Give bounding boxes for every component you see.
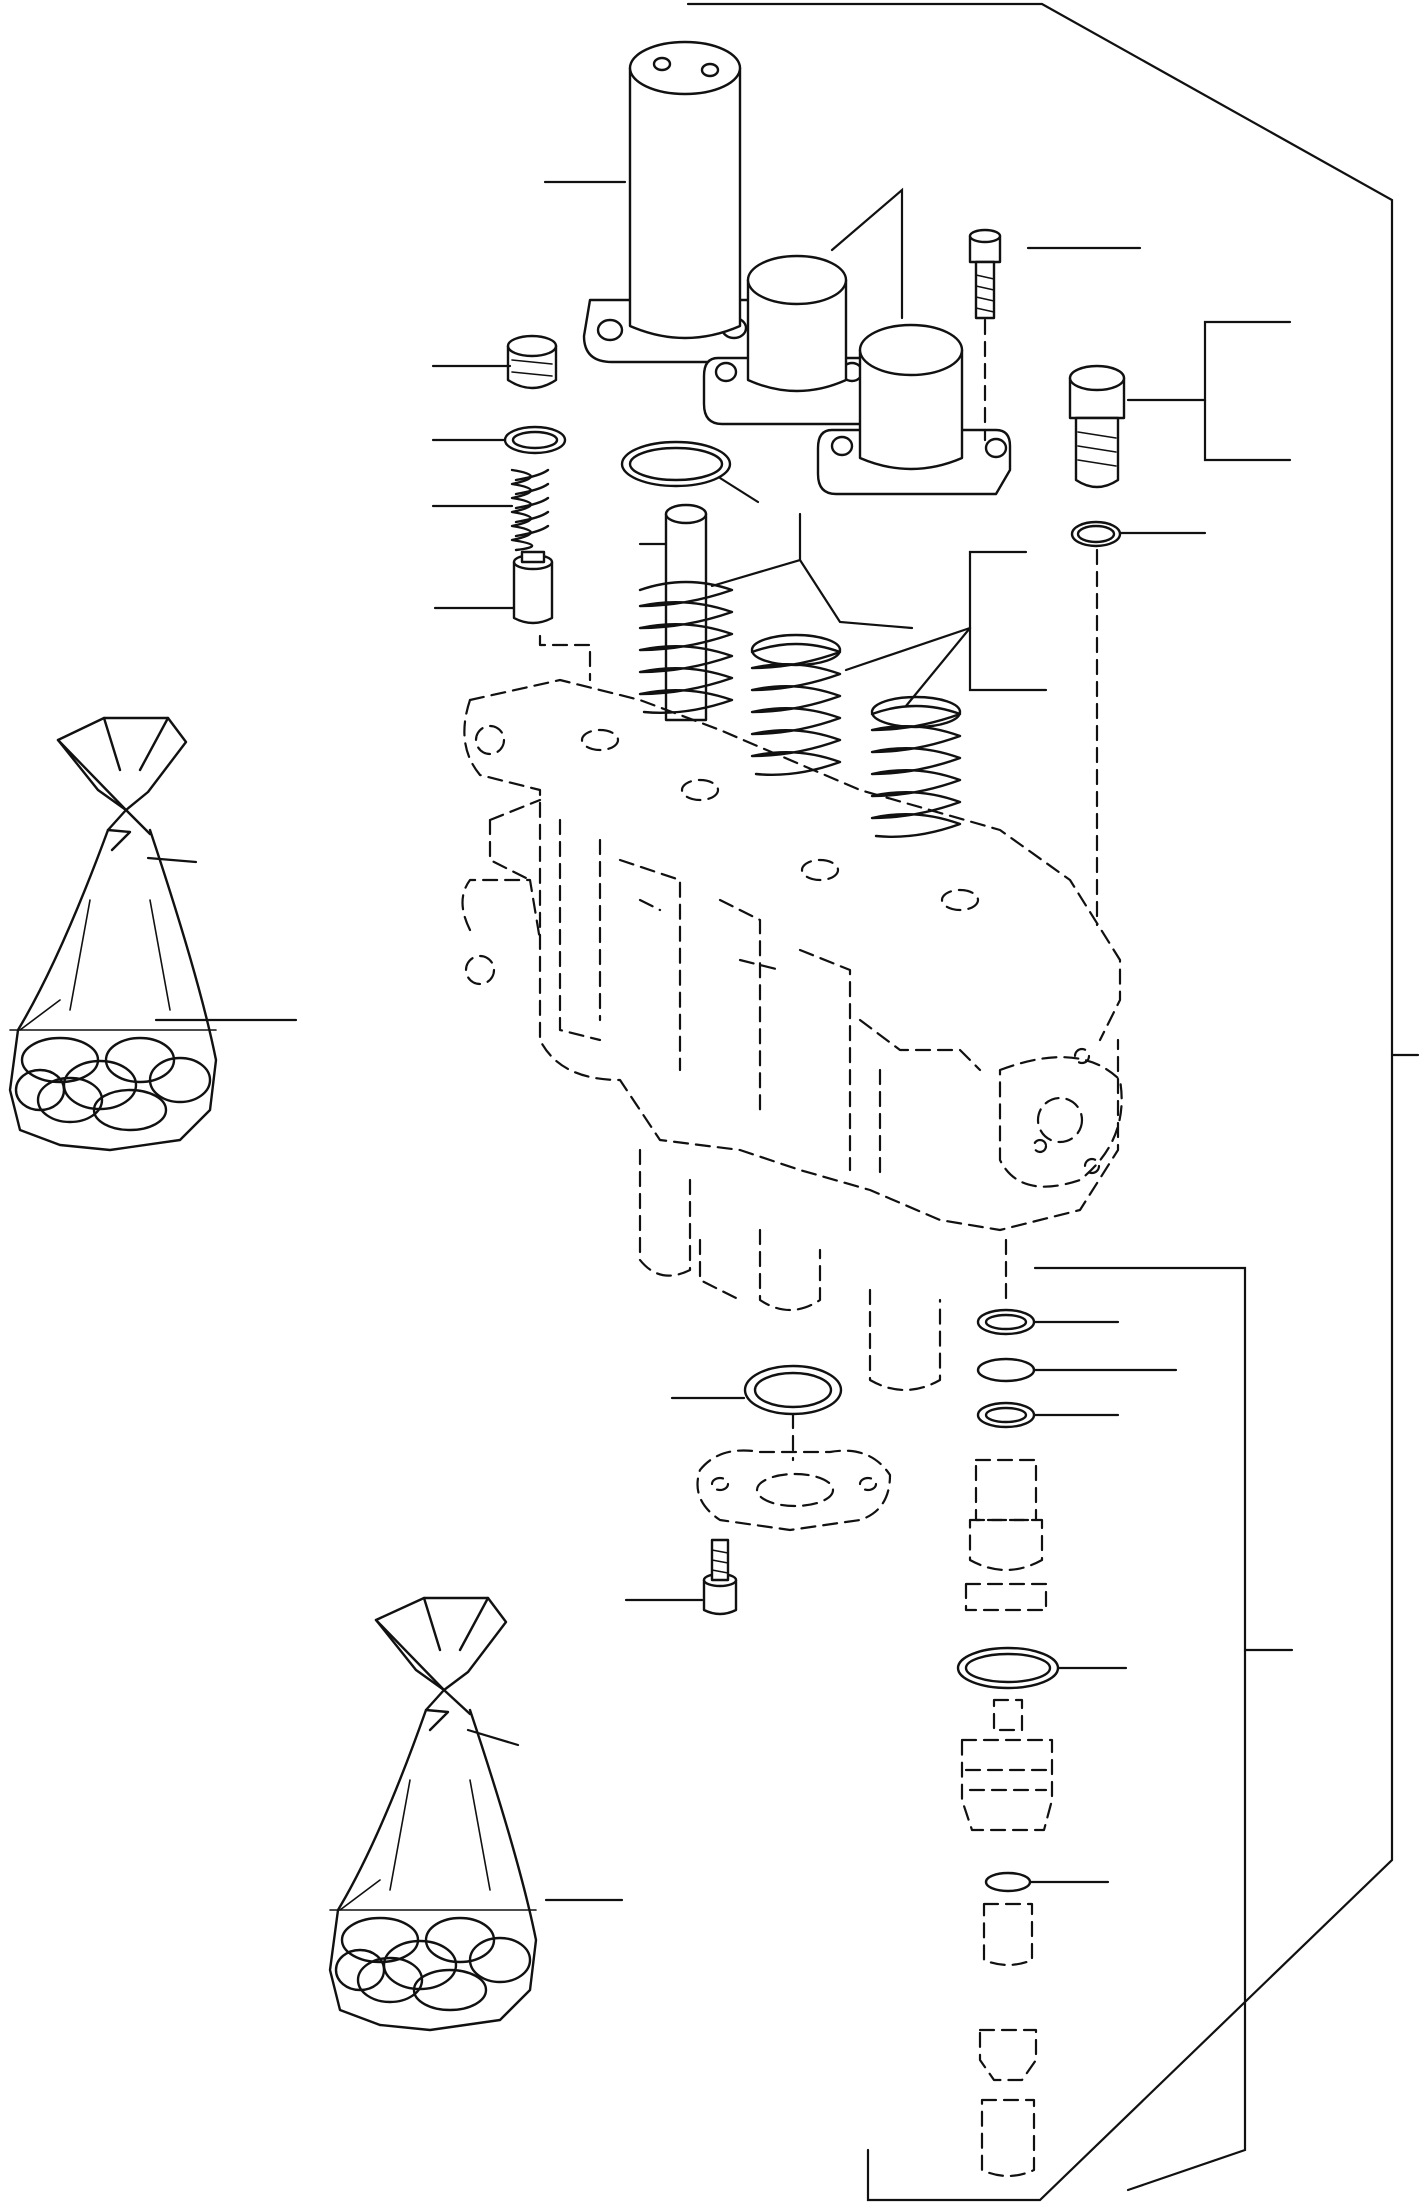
spool-and-spring-1 — [640, 505, 732, 720]
check-plug-stack — [505, 336, 590, 680]
valve-body — [463, 680, 1122, 1390]
seal-kit-bag-2 — [330, 1598, 536, 2030]
callout-leaders — [148, 182, 1290, 1900]
tall-cylinder-cap — [584, 42, 762, 362]
relief-valve-plug — [1070, 366, 1124, 925]
cap-screw-top — [970, 230, 1000, 440]
cap-seal-ring — [622, 442, 730, 486]
spring-3 — [872, 697, 960, 837]
short-cylinder-cap-2 — [818, 325, 1010, 494]
flange-cap-screw — [704, 1540, 736, 1614]
assembly-bracket — [688, 4, 1418, 2200]
cartridge-stack — [958, 1240, 1058, 2176]
bottom-flange — [698, 1366, 891, 1530]
spring-2 — [752, 635, 840, 775]
seal-kit-bag-1 — [10, 718, 216, 1150]
cartridge-bracket — [1035, 1268, 1292, 2190]
